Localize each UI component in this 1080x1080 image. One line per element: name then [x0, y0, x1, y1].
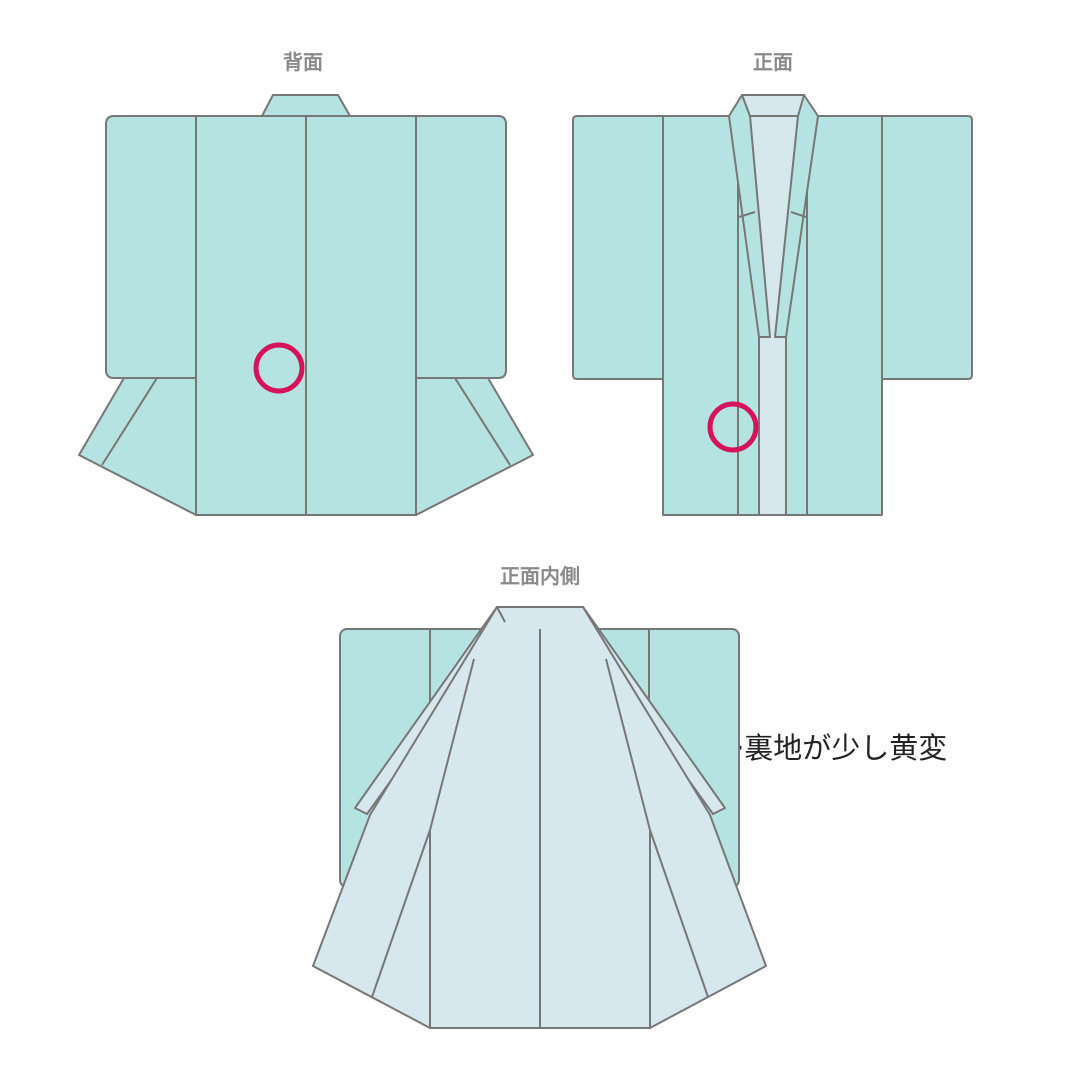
back-stain-marker: [253, 342, 305, 394]
back-left-gusset-line: [101, 377, 158, 466]
back-left-skirt-panel: [78, 377, 197, 516]
inside-view-label: 正面内側: [500, 564, 580, 588]
front-left-sleeve: [572, 115, 664, 380]
back-right-gusset-line: [454, 377, 511, 466]
back-right-skirt-panel: [415, 377, 534, 516]
front-left-collar: [728, 94, 771, 338]
back-view: [78, 94, 534, 516]
inside-view: [312, 606, 767, 1029]
front-view: [572, 94, 973, 516]
front-stain-marker: [707, 401, 759, 453]
front-right-sleeve: [881, 115, 973, 380]
front-back-collar: [741, 94, 807, 117]
back-view-label: 背面: [283, 50, 323, 74]
front-right-collar: [774, 94, 819, 338]
back-collar: [261, 94, 351, 117]
back-right-sleeve: [415, 115, 507, 379]
front-view-label: 正面: [753, 50, 793, 74]
inside-collar-left-edge: [496, 606, 506, 623]
inside-left-body-seam: [429, 658, 475, 831]
front-right-collar-crease: [790, 211, 807, 218]
back-left-sleeve: [105, 115, 197, 379]
inside-right-gusset-line: [649, 829, 709, 998]
inside-right-body-seam: [605, 658, 651, 831]
lining-note: ※裏地が少し黄変: [720, 731, 948, 765]
inside-left-gusset-line: [371, 829, 431, 998]
front-left-collar-crease: [738, 211, 756, 218]
